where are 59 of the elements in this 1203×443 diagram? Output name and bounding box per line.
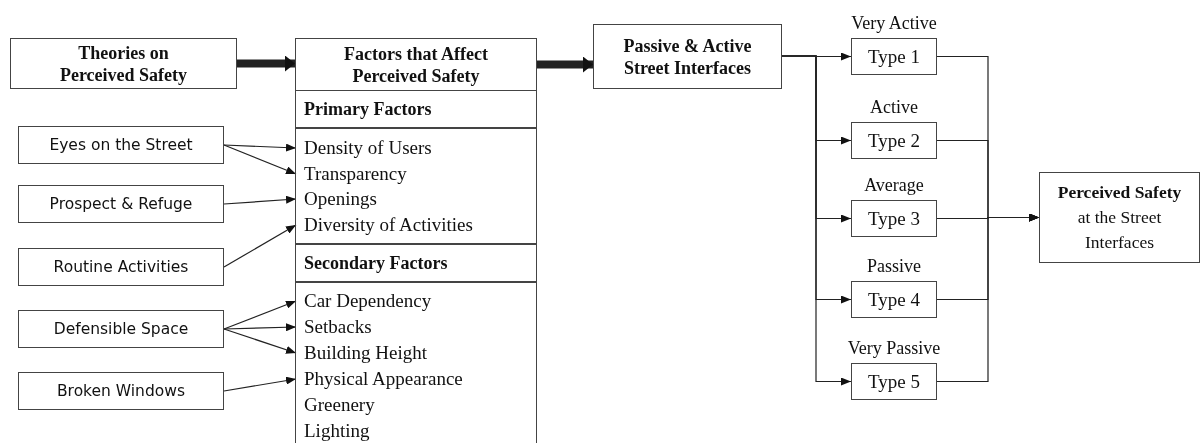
arrow [223, 144, 297, 175]
theory-box [18, 126, 224, 164]
arrow [223, 376, 297, 392]
section-heading: Primary Factors [304, 98, 432, 120]
box-label: Type 5 [868, 370, 920, 393]
box-label: Type 2 [868, 129, 920, 152]
box-label: Type 3 [868, 207, 920, 230]
type-caption: Very Active [851, 13, 937, 34]
box-label: Prospect & Refuge [49, 194, 193, 215]
factor-text: Lighting [296, 419, 370, 443]
box-label: Defensible Space [53, 319, 189, 340]
theory-box [18, 372, 224, 410]
type-caption: Active [870, 97, 918, 118]
factor-text: Density of Users [296, 136, 432, 160]
factor-text: Car Dependency [296, 289, 432, 313]
box-label: Routine Activities [53, 257, 189, 278]
box-label: Eyes on the Street [49, 135, 193, 156]
box-label: Factors that Affect Perceived Safety [343, 42, 489, 87]
box-label: Theories on Perceived Safety [58, 41, 189, 86]
arrow [936, 213, 1040, 383]
arrow [223, 224, 297, 268]
box-label: Passive & Active Street Interfaces [622, 34, 753, 79]
factor-text: Diversity of Activities [296, 213, 473, 237]
type-caption: Average [864, 175, 924, 196]
type-box [851, 363, 937, 400]
arrow [223, 328, 297, 354]
box-label: Type 4 [868, 288, 920, 311]
section-header-box [295, 243, 537, 283]
section-header-box [295, 89, 537, 129]
type-box [851, 200, 937, 237]
title-box [295, 38, 537, 91]
box-label: Broken Windows [56, 381, 186, 402]
type-box [851, 122, 937, 159]
factor-list-box [295, 127, 537, 245]
type-caption: Very Passive [847, 338, 941, 359]
type-box [851, 38, 937, 75]
box-label: Type 1 [868, 45, 920, 68]
factor-text: Building Height [296, 341, 427, 365]
box-label: Perceived Safety at the Street Interfaces [1056, 181, 1183, 254]
result-box [1039, 172, 1200, 263]
arrow [781, 55, 852, 386]
type-box [851, 281, 937, 318]
title-box [10, 38, 237, 89]
theory-box [18, 248, 224, 286]
title-box [593, 24, 782, 89]
arrow [223, 143, 297, 152]
factor-text: Openings [296, 187, 377, 211]
factor-list-box [295, 280, 537, 443]
factor-text: Setbacks [296, 315, 372, 339]
type-caption: Passive [867, 256, 921, 277]
arrow [223, 300, 297, 330]
factor-text: Physical Appearance [296, 367, 463, 391]
theory-box [18, 185, 224, 223]
arrow [223, 195, 297, 205]
factor-text: Greenery [296, 393, 375, 417]
theory-box [18, 310, 224, 348]
arrow [223, 323, 297, 332]
section-heading: Secondary Factors [304, 251, 448, 274]
factor-text: Transparency [296, 162, 407, 186]
